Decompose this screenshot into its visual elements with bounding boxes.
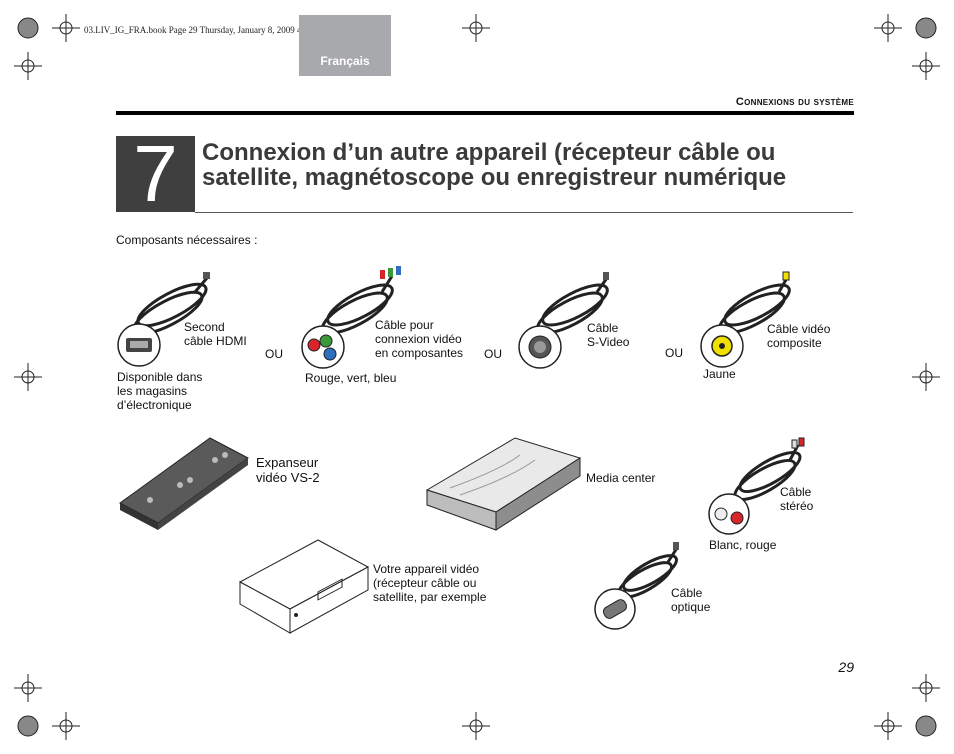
svideo-label-line2: S-Video bbox=[587, 335, 630, 349]
stereo-label-line1: Câble bbox=[780, 485, 812, 499]
video-device-label-line1: Votre appareil vidéo bbox=[373, 562, 480, 576]
registration-marks bbox=[14, 14, 940, 740]
video-device-label-line3: satellite, par exemple bbox=[373, 590, 487, 604]
composite-label-line2: composite bbox=[767, 336, 822, 350]
stereo-label: Câble stéréo bbox=[780, 485, 813, 513]
intro-text: Composants nécessaires : bbox=[116, 233, 258, 247]
component-label-line1: Câble pour bbox=[375, 318, 434, 332]
svideo-cable-illustration bbox=[518, 272, 609, 369]
expander-label: Expanseur vidéo VS-2 bbox=[256, 455, 320, 485]
page-number: 29 bbox=[838, 659, 854, 675]
top-rule bbox=[116, 111, 854, 115]
component-cable-illustration bbox=[301, 266, 401, 369]
hdmi-note: Disponible dans les magasins d’électroni… bbox=[117, 370, 202, 412]
hdmi-label-line2: câble HDMI bbox=[184, 334, 247, 348]
composite-label: Câble vidéo composite bbox=[767, 322, 830, 350]
heading-rule bbox=[195, 212, 853, 213]
hdmi-label: Second câble HDMI bbox=[184, 320, 247, 348]
expander-label-line2: vidéo VS-2 bbox=[256, 470, 320, 485]
vs2-expander-illustration bbox=[119, 437, 249, 530]
component-colors: Rouge, vert, bleu bbox=[305, 371, 397, 385]
component-label: Câble pour connexion vidéo en composante… bbox=[375, 318, 463, 360]
media-center-label: Media center bbox=[586, 471, 656, 485]
component-label-line2: connexion vidéo bbox=[375, 332, 462, 346]
file-info: 03.LIV_IG_FRA.book Page 29 Thursday, Jan… bbox=[84, 25, 329, 35]
language-tab bbox=[299, 15, 391, 76]
hdmi-cable-illustration bbox=[117, 272, 210, 367]
composite-label-line1: Câble vidéo bbox=[767, 322, 831, 336]
video-device-label-line2: (récepteur câble ou bbox=[373, 576, 477, 590]
component-label-line3: en composantes bbox=[375, 346, 464, 360]
video-device-illustration bbox=[238, 539, 370, 634]
step-number-box bbox=[116, 136, 195, 212]
or-label-1: OU bbox=[265, 347, 283, 361]
section-title: Connexions du système bbox=[735, 96, 854, 108]
video-device-label: Votre appareil vidéo (récepteur câble ou… bbox=[373, 562, 486, 604]
optical-label: Câble optique bbox=[671, 586, 710, 614]
composite-cable-illustration bbox=[700, 271, 791, 368]
svideo-label: Câble S-Video bbox=[587, 321, 629, 349]
or-label-2: OU bbox=[484, 347, 502, 361]
hdmi-note-line2: les magasins bbox=[117, 384, 188, 398]
stereo-cable-illustration bbox=[708, 437, 805, 535]
optical-label-line1: Câble bbox=[671, 586, 703, 600]
or-label-3: OU bbox=[665, 346, 683, 360]
page-title: Connexion d’un autre appareil (récepteur… bbox=[202, 139, 787, 191]
stereo-label-line2: stéréo bbox=[780, 499, 814, 513]
expander-label-line1: Expanseur bbox=[256, 455, 319, 470]
hdmi-note-line3: d’électronique bbox=[117, 398, 192, 412]
composite-color: Jaune bbox=[703, 367, 736, 381]
step-number: 7 bbox=[133, 129, 178, 218]
hdmi-note-line1: Disponible dans bbox=[117, 370, 203, 384]
optical-label-line2: optique bbox=[671, 600, 711, 614]
svideo-label-line1: Câble bbox=[587, 321, 619, 335]
hdmi-label-line1: Second bbox=[184, 320, 225, 334]
language-tab-label: Français bbox=[320, 54, 370, 68]
media-center-illustration bbox=[425, 437, 582, 531]
stereo-colors: Blanc, rouge bbox=[709, 538, 777, 552]
optical-cable-illustration bbox=[594, 542, 679, 630]
